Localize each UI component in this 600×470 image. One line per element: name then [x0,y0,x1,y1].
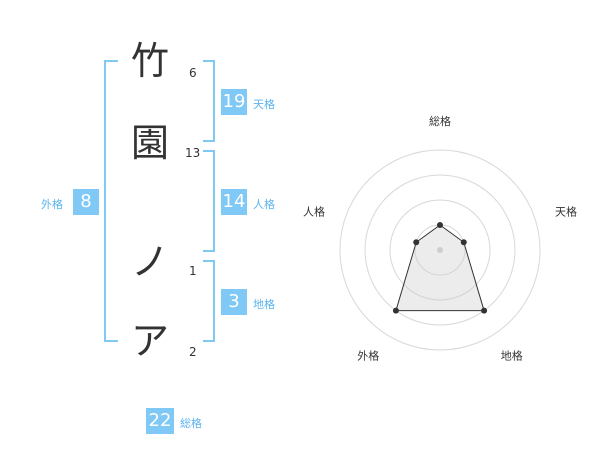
radar-axis-label-3: 外格 [357,349,379,363]
chikaku-label: 地格 [253,298,275,311]
soukaku-value: 22 [146,408,174,434]
tenkaku-bracket [203,60,215,142]
jinkaku-value: 14 [221,189,247,215]
stroke-count-3: 1 [189,264,197,278]
radar-point-2 [481,307,488,314]
tenkaku-value: 19 [221,89,247,115]
stroke-count-4: 2 [189,345,197,359]
chikaku-bracket [203,260,215,342]
radar-axis-label-2: 地格 [501,349,523,363]
jinkaku-bracket [203,150,215,252]
radar-ring [364,174,516,326]
radar-axis-label-1: 天格 [555,204,577,218]
gaikaku-bracket [104,60,118,342]
jinkaku-label: 人格 [253,198,275,211]
name-char-2: 園 [130,121,169,165]
tenkaku-label: 天格 [253,98,275,111]
radar-point-3 [392,307,399,314]
name-char-1: 竹 [130,39,169,83]
radar-axis-label-0: 総格 [429,114,451,128]
stroke-count-2: 13 [185,146,201,160]
radar-center [437,247,443,253]
chikaku-value: 3 [221,289,247,315]
soukaku-label: 総格 [180,417,202,430]
radar-point-0 [437,222,443,228]
stroke-count-1: 6 [189,66,197,80]
radar-point-4 [413,239,420,246]
radar-ring [389,199,491,301]
radar-ring [339,149,541,351]
name-char-4: ア [130,319,169,363]
radar-point-1 [460,239,467,246]
radar-score-polygon [395,224,485,312]
gaikaku-value: 8 [73,189,99,215]
name-char-3: ノ [130,240,169,284]
radar-axis-label-4: 人格 [303,204,325,218]
gaikaku-label: 外格 [41,198,63,211]
